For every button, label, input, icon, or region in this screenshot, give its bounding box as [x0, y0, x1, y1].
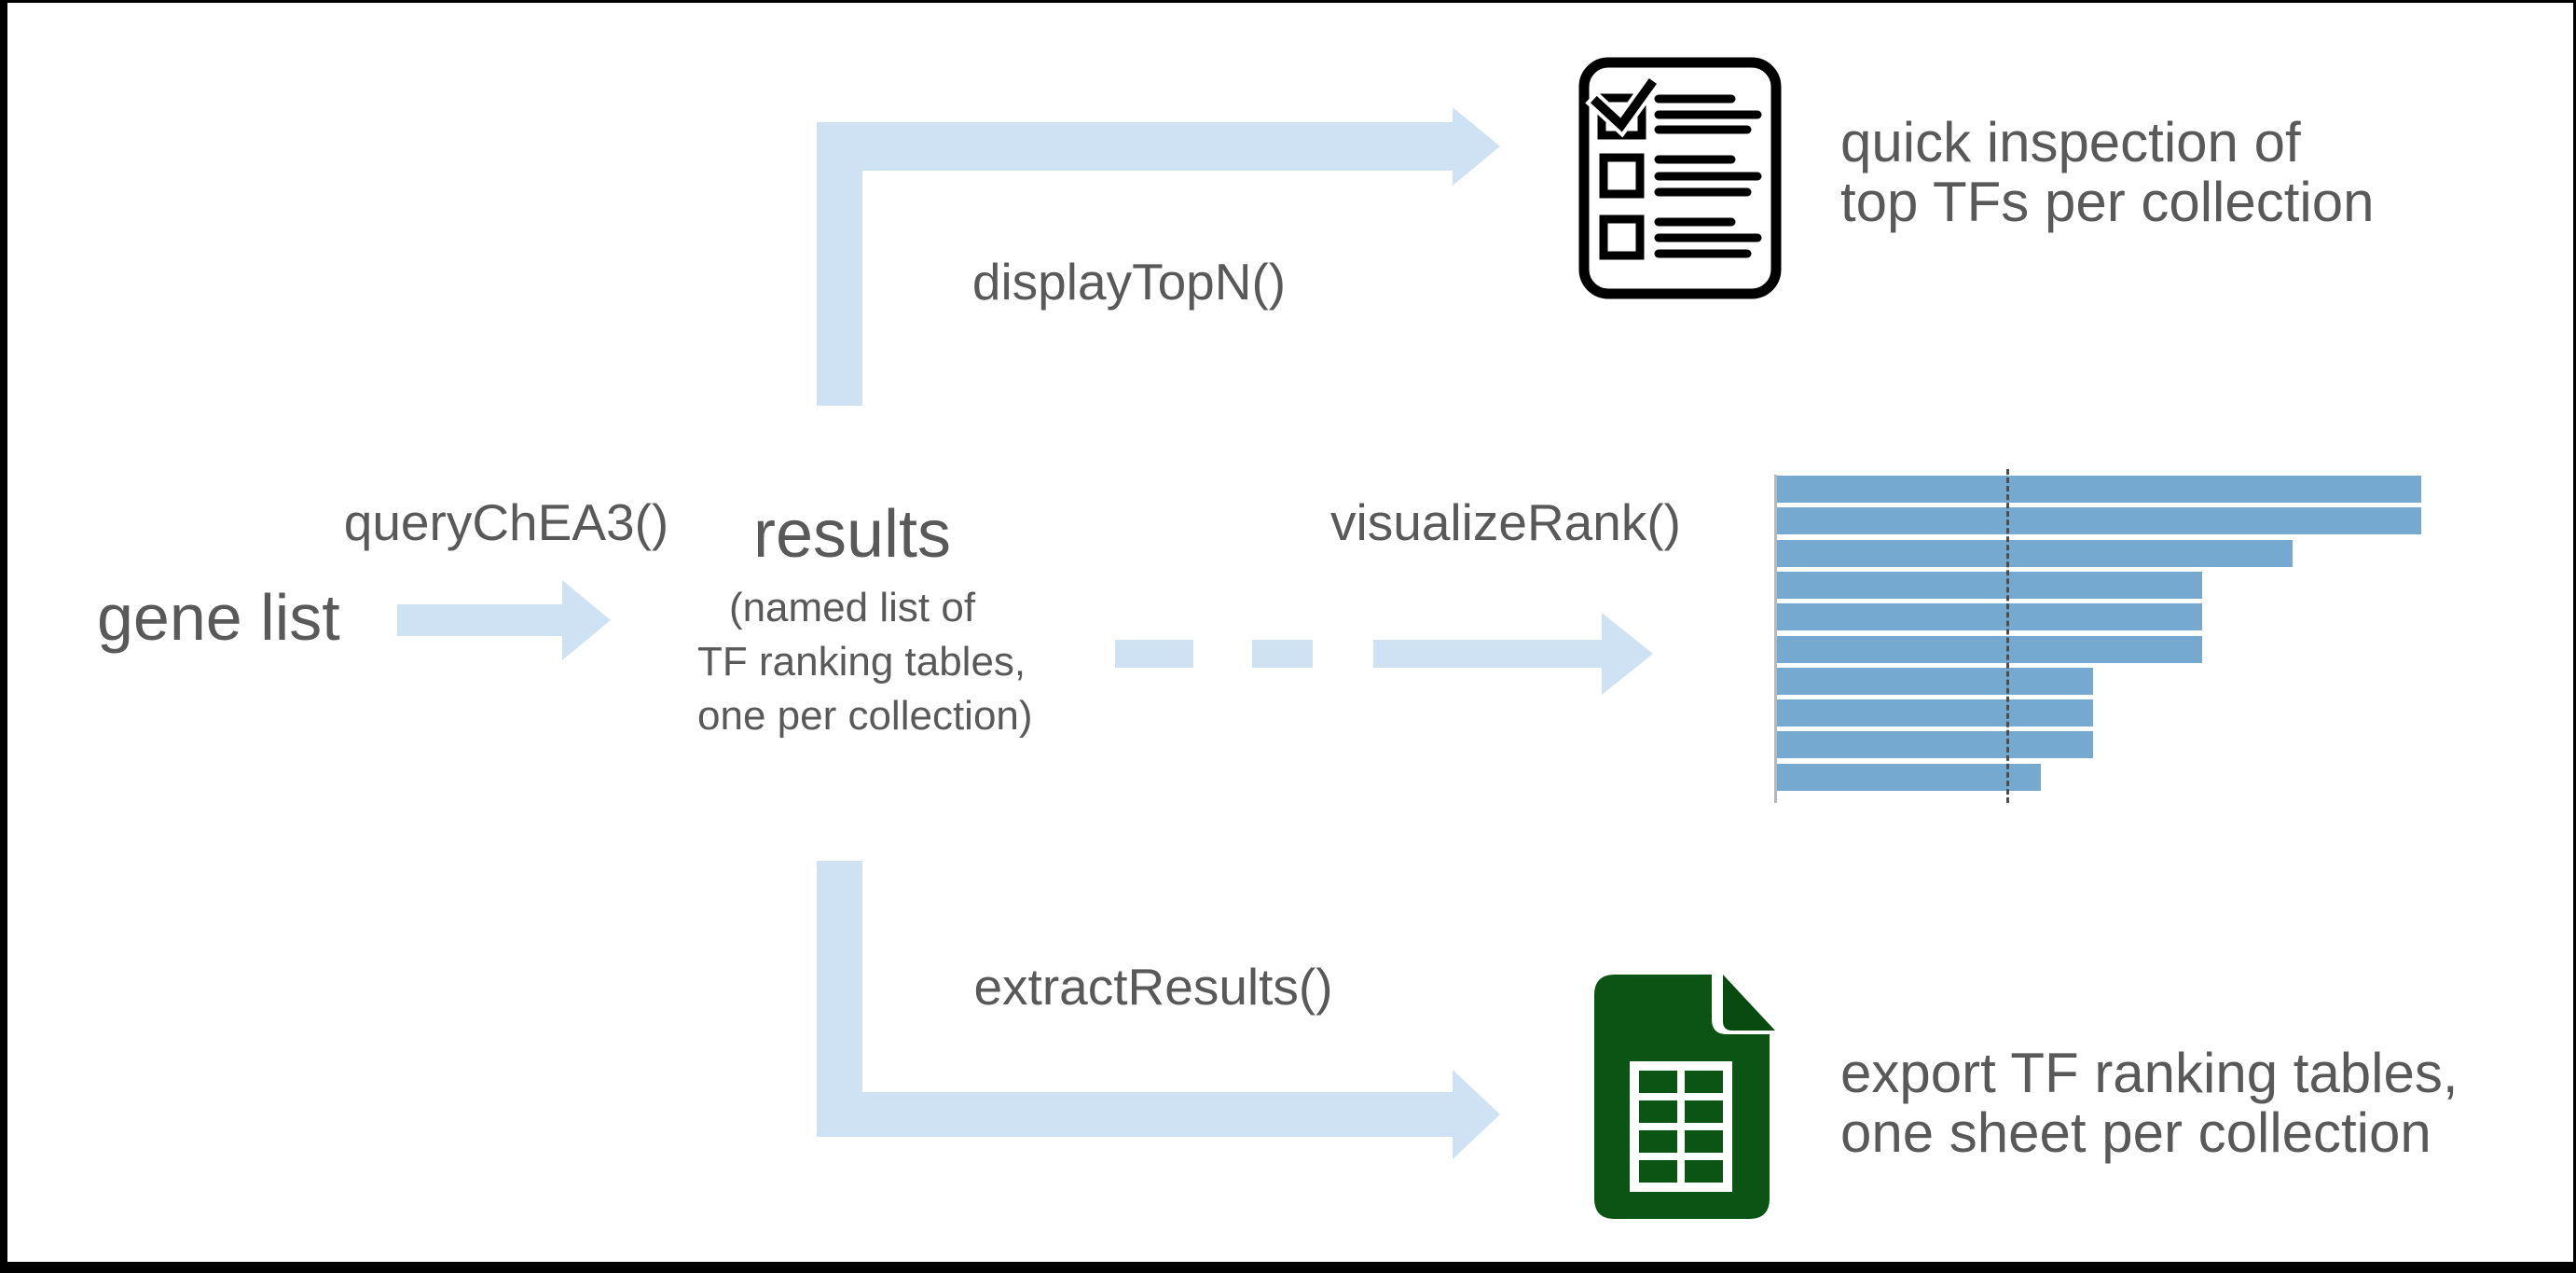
- chart-bar: [1777, 539, 2293, 567]
- spreadsheet-file-icon: [1594, 975, 1775, 1219]
- arrow-results-to-chart: [1115, 613, 1653, 695]
- inspection-caption-line: top TFs per collection: [1840, 171, 2375, 233]
- results-subtitle-line: one per collection): [697, 693, 1033, 739]
- function-label-queryChEA3: queryChEA3(): [343, 493, 669, 551]
- chart-bar: [1777, 667, 2093, 695]
- inspection-caption-line: quick inspection of: [1840, 111, 2301, 173]
- results-node: results (named list of TF ranking tables…: [697, 497, 1033, 743]
- chart-y-axis: [1774, 475, 1777, 803]
- diagram-canvas: gene list queryChEA3() results (named li…: [7, 3, 2573, 1262]
- arrow-gene-list-to-results: [397, 580, 611, 660]
- inspection-caption: quick inspection of top TFs per collecti…: [1840, 113, 2375, 232]
- results-title: results: [752, 497, 952, 572]
- function-label-extractResults: extractResults(): [973, 958, 1333, 1016]
- tf-rank-bar-chart: [1774, 469, 2427, 805]
- export-caption: export TF ranking tables, one sheet per …: [1840, 1044, 2459, 1163]
- arrow-results-to-inspection: [817, 107, 1500, 406]
- gene-list-node: gene list: [97, 581, 340, 654]
- function-label-visualizeRank: visualizeRank(): [1330, 493, 1681, 551]
- chart-bar: [1777, 571, 2202, 599]
- chart-bar: [1777, 635, 2202, 663]
- function-label-displayTopN: displayTopN(): [971, 253, 1287, 311]
- chart-reference-line: [2006, 469, 2009, 803]
- arrow-results-to-export: [817, 861, 1500, 1159]
- export-caption-line: export TF ranking tables,: [1840, 1042, 2459, 1104]
- results-subtitle-line: (named list of: [728, 585, 976, 630]
- results-subtitle-line: TF ranking tables,: [697, 639, 1026, 685]
- chart-bar: [1777, 763, 2041, 791]
- export-caption-line: one sheet per collection: [1840, 1101, 2431, 1164]
- chart-bar: [1777, 699, 2093, 727]
- chart-bar: [1777, 507, 2421, 535]
- chart-bar: [1777, 731, 2093, 759]
- chart-bar: [1777, 476, 2421, 503]
- chart-bar: [1777, 603, 2202, 631]
- checklist-document-icon: [1578, 57, 1782, 299]
